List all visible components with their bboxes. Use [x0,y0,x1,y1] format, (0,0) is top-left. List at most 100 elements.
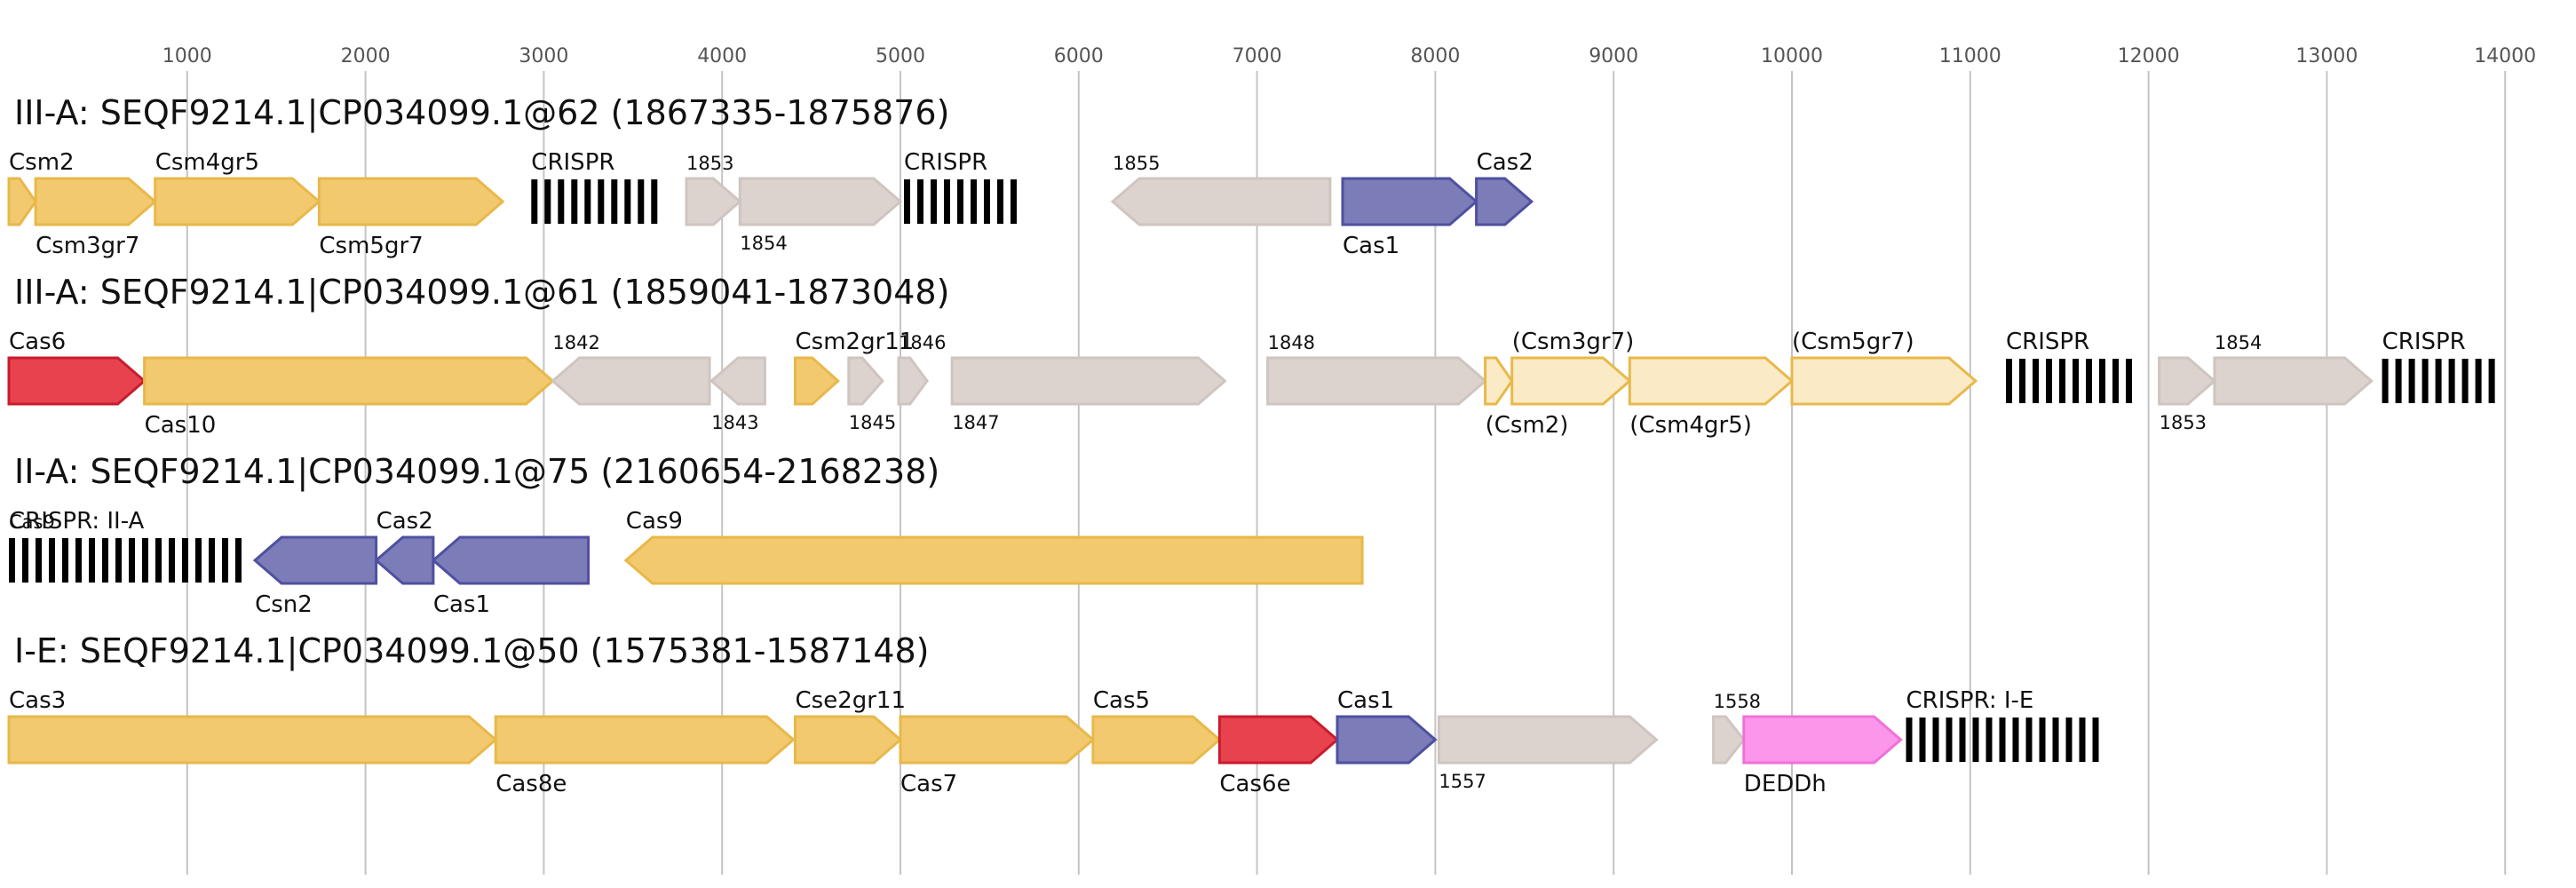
crispr-repeat [544,179,551,224]
feature-label: 1846 [899,332,946,353]
gene-arrow [1742,715,1903,765]
feature-label: DEDDh [1744,771,1827,797]
gene-arrow [794,715,903,765]
feature-label: Csm5gr7 [319,233,423,259]
track: II-A: SEQF9214.1|CP034099.1@75 (2160654-… [9,452,1364,618]
crispr-repeat [62,538,68,583]
crispr-repeat [2025,718,2033,762]
crispr-array [904,179,1017,224]
crispr-repeat [1906,718,1913,762]
crispr-repeat [2382,359,2389,403]
crispr-repeat [651,179,658,224]
crispr-repeat [957,179,963,224]
gene-arrow [1484,356,1514,406]
crispr-repeat [1999,718,2006,762]
crispr-repeat [2488,359,2495,403]
feature-label: Cas6e [1219,771,1290,797]
crispr-repeat [2475,359,2482,403]
feature-label: 1853 [686,153,733,174]
crispr-repeat [129,538,135,583]
crispr-repeat [2052,718,2059,762]
feature-label: 1848 [1268,332,1315,353]
crispr-repeat [2435,359,2442,403]
track: I-E: SEQF9214.1|CP034099.1@50 (1575381-1… [7,631,2099,797]
gene-arrow [897,356,929,406]
crispr-repeat [2073,359,2079,403]
crispr-repeat [2421,359,2429,403]
crispr-repeat [917,179,923,224]
crispr-repeat [169,538,175,583]
crispr-repeat [2033,359,2039,403]
feature-label: Csn2 [255,591,313,618]
feature-label: Cas6 [9,329,66,355]
gene-arrow [1437,715,1659,765]
feature-label: 1843 [711,412,758,433]
gene-arrow [494,715,796,765]
feature-label: Cas8e [495,771,567,797]
crispr-repeat [598,179,605,224]
crispr-repeat [22,538,28,583]
track-title: III-A: SEQF9214.1|CP034099.1@62 (1867335… [14,93,949,133]
crispr-repeat [2112,359,2119,403]
crispr-repeat [2079,718,2086,762]
tick-label: 8000 [1410,45,1460,67]
feature-label: (Csm2) [1486,412,1569,439]
gene-arrow [685,177,742,226]
tick-label: 7000 [1233,45,1282,67]
feature-label: Cas10 [145,412,217,439]
crispr-repeat [235,538,242,583]
crispr-array [9,538,242,583]
crispr-repeat [1919,718,1926,762]
feature-label: (Csm5gr7) [1792,329,1914,355]
track: III-A: SEQF9214.1|CP034099.1@62 (1867335… [7,93,1534,259]
gene-arrow [709,356,766,406]
crispr-repeat [2006,359,2012,403]
crispr-repeat [2126,359,2132,403]
crispr-repeat [611,179,618,224]
feature-label: 1854 [740,233,787,254]
gene-arrow [899,715,1096,765]
gene-arrow [1336,715,1438,765]
crispr-array [2006,359,2132,403]
crispr-repeat [2065,718,2073,762]
feature-label: CRISPR: II-A [9,508,145,535]
gene-arrow [1712,715,1746,765]
gene-arrow [7,356,147,406]
feature-label: Cas9 [626,508,683,535]
gene-arrow [1790,356,1978,406]
crispr-repeat [531,179,538,224]
crispr-repeat [971,179,977,224]
feature-label: Csm2gr11 [796,329,915,355]
feature-label: 1842 [552,332,599,353]
crispr-repeat [1959,718,1966,762]
crispr-repeat [2461,359,2469,403]
tick-label: 1000 [162,45,212,67]
crispr-repeat [1986,718,1993,762]
tick-label: 14000 [2474,45,2536,67]
crispr-repeat [75,538,82,583]
crispr-repeat [931,179,937,224]
gene-arrow [374,535,435,585]
feature-label: CRISPR [904,149,987,176]
feature-label: CRISPR: I-E [1906,687,2034,714]
tick-label: 2000 [341,45,391,67]
crispr-repeat [9,538,15,583]
crispr-repeat [89,538,95,583]
crispr-repeat [195,538,202,583]
crispr-repeat [102,538,108,583]
gene-arrow [143,356,555,406]
tick-label: 3000 [519,45,568,67]
gene-arrow [847,356,884,406]
gene-arrow [623,535,1364,585]
feature-label: Csm2 [9,149,75,176]
crispr-repeat [209,538,215,583]
feature-label: Cas1 [1343,233,1399,259]
feature-label: (Csm4gr5) [1629,412,1752,439]
crispr-repeat [558,179,565,224]
tick-label: 6000 [1054,45,1104,67]
crispr-repeat [2046,359,2052,403]
crispr-repeat [115,538,122,583]
gene-arrow [431,535,590,585]
gene-arrow [2213,356,2374,406]
